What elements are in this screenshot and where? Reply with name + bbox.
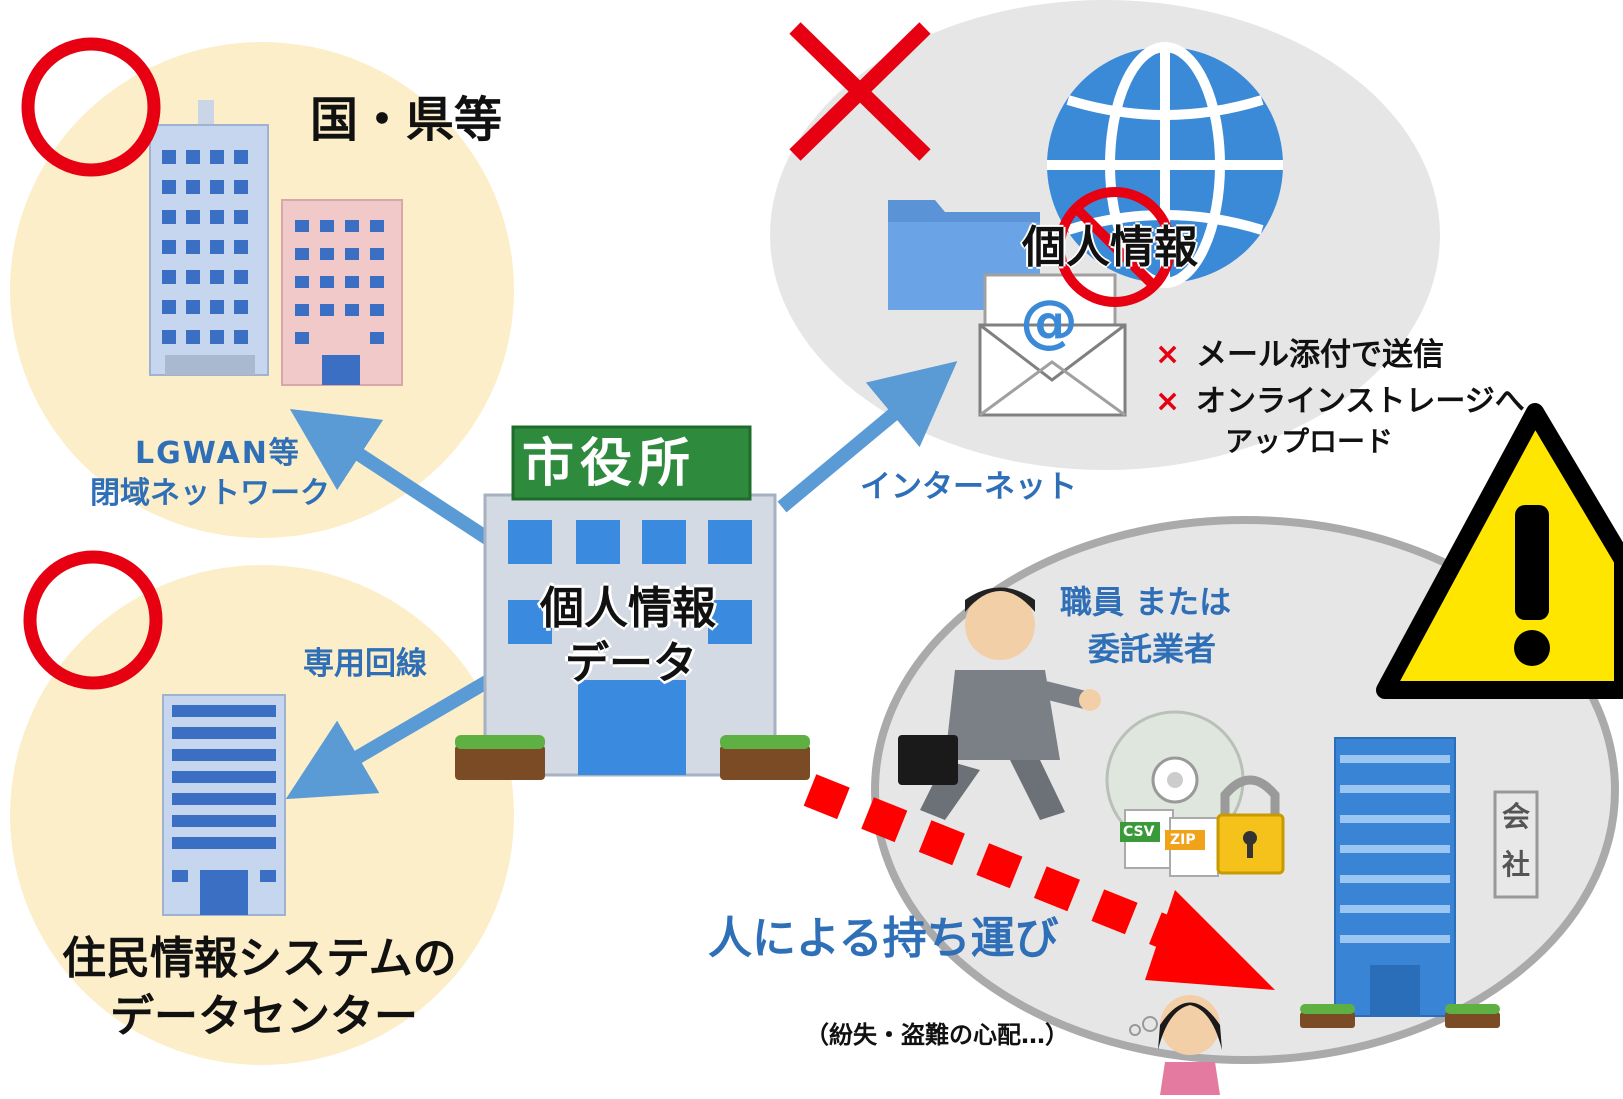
worried-woman-icon (1129, 995, 1222, 1095)
city-hall-data-line1: 個人情報 (540, 583, 716, 634)
arrow-to-datacenter (285, 673, 494, 800)
bullet-text-1: メール添付で送信 (1196, 337, 1444, 373)
government-buildings-icon (149, 100, 403, 386)
actor-label-line2: 委託業者 (1088, 630, 1217, 668)
ok-circle-bottom-icon (23, 550, 163, 690)
prohibited-icon (1055, 187, 1175, 307)
padlock-icon (1216, 775, 1285, 875)
mail-at-symbol: @ (1020, 287, 1078, 355)
arrow-to-government (289, 408, 494, 546)
carry-arrow (803, 774, 1275, 990)
company-sign-char1: 会 (1502, 800, 1531, 833)
worry-text: （紛失・盗難の心配…） (805, 1021, 1069, 1049)
city-hall-sign: 市役所 (522, 434, 697, 494)
ng-cross-icon (789, 22, 931, 161)
bullet-mark-1: × (1155, 337, 1181, 372)
datacenter-building-icon (162, 694, 286, 916)
company-sign-char2: 社 (1502, 848, 1531, 881)
dedicated-line-label: 専用回線 (303, 646, 427, 682)
globe-icon (1047, 42, 1283, 288)
government-title: 国・県等 (310, 92, 503, 148)
company-building-icon (1300, 737, 1539, 1028)
personal-info-text: 個人情報 (1022, 222, 1198, 273)
arrow-to-internet (777, 361, 958, 513)
carry-title: 人による持ち運び (708, 913, 1059, 964)
warning-icon (1376, 403, 1623, 699)
datacenter-title-line1: 住民情報システムの (62, 933, 457, 984)
zip-file-label: ZIP (1170, 832, 1196, 848)
businessman-running-icon (898, 587, 1101, 820)
lgwan-label-line1: LGWAN等 (135, 436, 301, 471)
internet-label: インターネット (860, 469, 1077, 505)
actor-label-line1: 職員 または (1060, 583, 1232, 621)
bullet-text-2: オンラインストレージへ (1196, 384, 1525, 419)
lgwan-label-line2: 閉域ネットワーク (90, 476, 330, 511)
csv-file-label: CSV (1123, 824, 1155, 840)
city-hall-icon (455, 425, 810, 780)
file-icons (1120, 809, 1219, 877)
city-hall-data-line2: データ (565, 638, 697, 689)
bullet-mark-2: × (1155, 384, 1181, 419)
bullet-text-2-cont: アップロード (1225, 425, 1394, 458)
datacenter-title-line2: データセンター (110, 991, 418, 1042)
ok-circle-top-icon (21, 37, 161, 177)
